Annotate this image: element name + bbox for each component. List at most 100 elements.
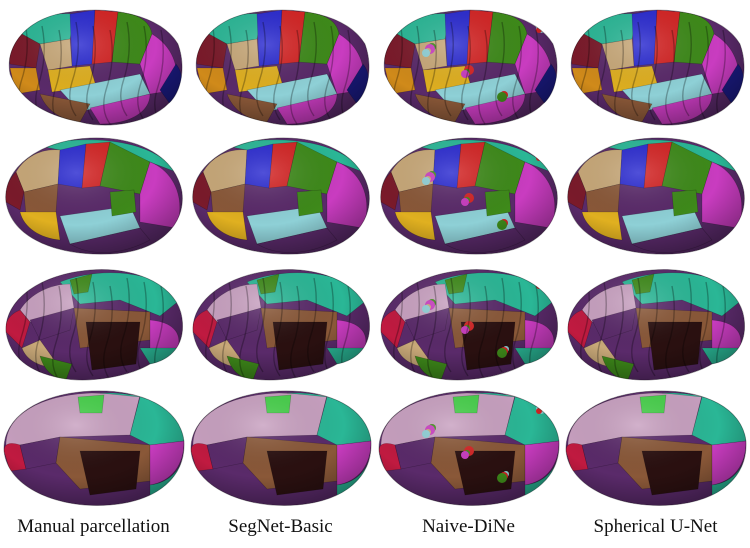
- brain-surface-svg: [380, 137, 558, 255]
- sulcus-line: [324, 281, 334, 377]
- sulcus-line: [665, 285, 675, 381]
- sulcus-line: [427, 285, 437, 381]
- brain-medial-pial-manual: [0, 260, 187, 387]
- sulcus-line: [495, 277, 505, 373]
- sulcus-line: [631, 21, 641, 117]
- brain-surface-svg: [567, 137, 745, 255]
- brain-lateral-inflated-dine: [375, 132, 562, 259]
- brain-lateral-inflated-manual: [0, 132, 187, 259]
- caption-naive-dine: Naive-DiNe: [422, 516, 515, 537]
- brain-surface-svg: [565, 390, 747, 506]
- parcel-noise-spot: [539, 150, 547, 158]
- sulcus-line: [597, 281, 607, 377]
- sulcus-line: [52, 285, 62, 381]
- caption-segnet-basic: SegNet-Basic: [228, 516, 333, 537]
- parcel-noise-spot: [392, 402, 398, 408]
- sulcus-line: [512, 25, 522, 121]
- sulcus-line: [35, 281, 45, 377]
- brain-outline: [567, 269, 746, 381]
- brain-surface-svg: [570, 9, 745, 126]
- brain-medial-inflated-unet: [562, 385, 749, 512]
- brain-medial-pial-unet: [562, 260, 749, 387]
- sulcus-line: [103, 29, 113, 125]
- sulcus-line: [69, 21, 79, 117]
- brain-surface-svg: [195, 9, 370, 126]
- parcel-noise-spot: [539, 22, 547, 30]
- brain-lateral-inflated-segnet: [187, 132, 374, 259]
- sulcus-line: [665, 29, 675, 125]
- brain-outline: [378, 390, 560, 506]
- brain-surface-svg: [567, 269, 746, 381]
- brain-surface-svg: [8, 9, 183, 126]
- brain-outline: [5, 137, 183, 255]
- brain-surface-svg: [3, 390, 185, 506]
- brain-outline: [383, 9, 558, 126]
- sulcus-line: [239, 285, 249, 381]
- sulcus-line: [682, 21, 692, 117]
- sulcus-line: [273, 25, 283, 121]
- sulcus-line: [512, 281, 522, 377]
- brain-outline: [192, 137, 370, 255]
- brain-lateral-pial-segnet: [187, 4, 374, 131]
- brain-lateral-pial-unet: [562, 4, 749, 131]
- parcel-noise-spot: [392, 21, 398, 27]
- sulcus-line: [273, 281, 283, 377]
- sulcus-line: [444, 21, 454, 117]
- brain-medial-inflated-manual: [0, 385, 187, 512]
- brain-surface-svg: [383, 9, 558, 126]
- brain-lateral-pial-dine: [375, 4, 562, 131]
- brain-surface-svg: [190, 390, 372, 506]
- brain-outline: [380, 269, 559, 381]
- sulcus-line: [478, 29, 488, 125]
- caption-spherical-unet: Spherical U-Net: [593, 516, 718, 537]
- brain-lateral-inflated-unet: [562, 132, 749, 259]
- sulcus-line: [307, 21, 317, 117]
- brain-medial-pial-segnet: [187, 260, 374, 387]
- sulcus-line: [682, 277, 692, 373]
- sulcus-line: [631, 277, 641, 373]
- brain-medial-inflated-segnet: [187, 385, 374, 512]
- brain-outline: [192, 269, 371, 381]
- sulcus-line: [137, 281, 147, 377]
- brain-outline: [570, 9, 745, 126]
- sulcus-line: [699, 25, 709, 121]
- brain-surface-svg: [5, 269, 184, 381]
- brain-surface-svg: [192, 137, 370, 255]
- brain-outline: [8, 9, 183, 126]
- sulcus-line: [120, 21, 130, 117]
- brain-surface-svg: [5, 137, 183, 255]
- brain-outline: [380, 137, 558, 255]
- sulcus-line: [86, 25, 96, 121]
- sulcus-line: [461, 281, 471, 377]
- sulcus-line: [120, 277, 130, 373]
- brain-outline: [5, 269, 184, 381]
- parcel-noise-spot: [392, 277, 398, 283]
- sulcus-line: [86, 281, 96, 377]
- parcel-noise-spot: [539, 278, 547, 286]
- brain-lateral-pial-manual: [0, 4, 187, 131]
- brain-surface-svg: [192, 269, 371, 381]
- sulcus-line: [290, 285, 300, 381]
- brain-outline: [3, 390, 185, 506]
- sulcus-line: [410, 281, 420, 377]
- sulcus-line: [137, 25, 147, 121]
- brain-outline: [565, 390, 747, 506]
- sulcus-line: [461, 25, 471, 121]
- brain-medial-inflated-dine: [375, 385, 562, 512]
- brain-outline: [190, 390, 372, 506]
- sulcus-line: [307, 277, 317, 373]
- caption-manual-parcellation: Manual parcellation: [17, 516, 170, 537]
- brain-surface-svg: [378, 390, 560, 506]
- sulcus-line: [69, 277, 79, 373]
- brain-outline: [195, 9, 370, 126]
- sulcus-line: [648, 281, 658, 377]
- sulcus-line: [614, 285, 624, 381]
- sulcus-line: [478, 285, 488, 381]
- sulcus-line: [290, 29, 300, 125]
- sulcus-line: [256, 21, 266, 117]
- sulcus-line: [648, 25, 658, 121]
- sulcus-line: [103, 285, 113, 381]
- brain-surface-svg: [380, 269, 559, 381]
- brain-medial-pial-dine: [375, 260, 562, 387]
